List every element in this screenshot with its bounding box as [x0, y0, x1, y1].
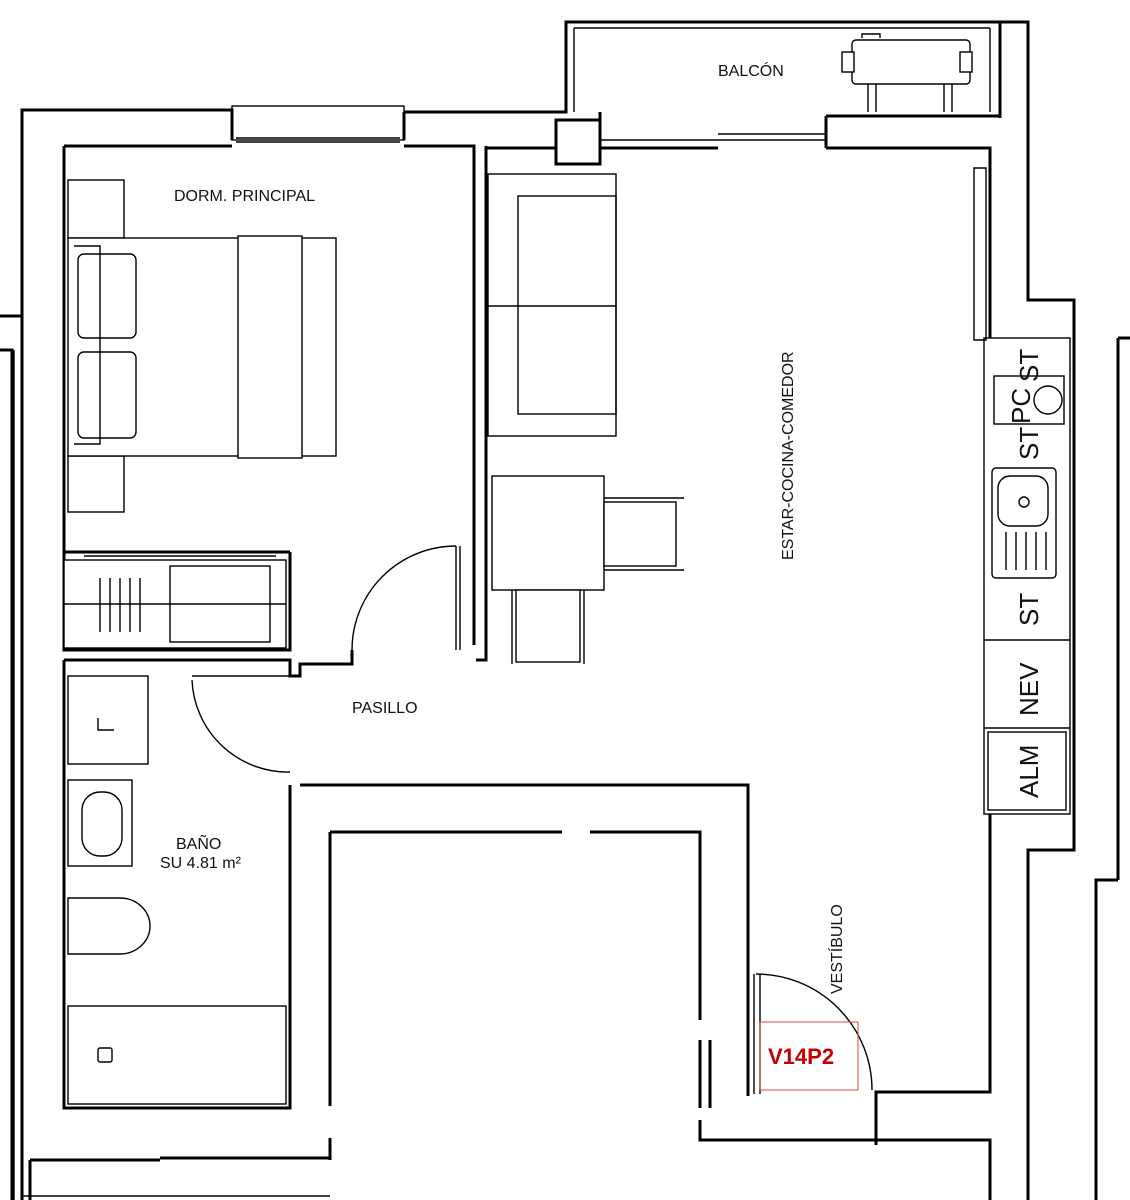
label-kitchen-st-lower: ST — [1014, 593, 1044, 626]
bed-icon — [67, 179, 337, 513]
label-hallway: PASILLO — [352, 700, 418, 717]
walls — [0, 20, 1130, 1200]
wardrobe-icon — [63, 551, 287, 649]
label-balcony: BALCÓN — [718, 61, 784, 80]
label-living-kitchen-dining: ESTAR-COCINA-COMEDOR — [780, 351, 797, 560]
label-entrance: VESTÍBULO — [827, 904, 846, 994]
bathroom-fixtures — [67, 675, 287, 1105]
label-bathroom: BAÑO — [176, 833, 221, 853]
bathroom-door-icon — [191, 675, 291, 773]
label-kitchen-storage: ALM — [1014, 745, 1044, 798]
dining-table-icon — [491, 475, 684, 664]
label-kitchen-pc: PC — [1006, 388, 1036, 424]
bedroom-door-icon — [351, 545, 461, 651]
sofa-icon — [487, 173, 617, 437]
label-kitchen-fridge: NEV — [1014, 662, 1044, 716]
label-master-bedroom: DORM. PRINCIPAL — [174, 188, 315, 205]
entrance-door-icon — [753, 973, 873, 1094]
label-kitchen-st-top: ST — [1014, 349, 1044, 382]
kitchen-counter — [973, 167, 1071, 815]
label-bathroom-area: SU 4.81 m² — [160, 855, 242, 872]
ac-unit-icon — [841, 33, 973, 112]
unit-code: V14P2 — [768, 1044, 834, 1069]
label-kitchen-st-middle: ST — [1014, 427, 1044, 460]
